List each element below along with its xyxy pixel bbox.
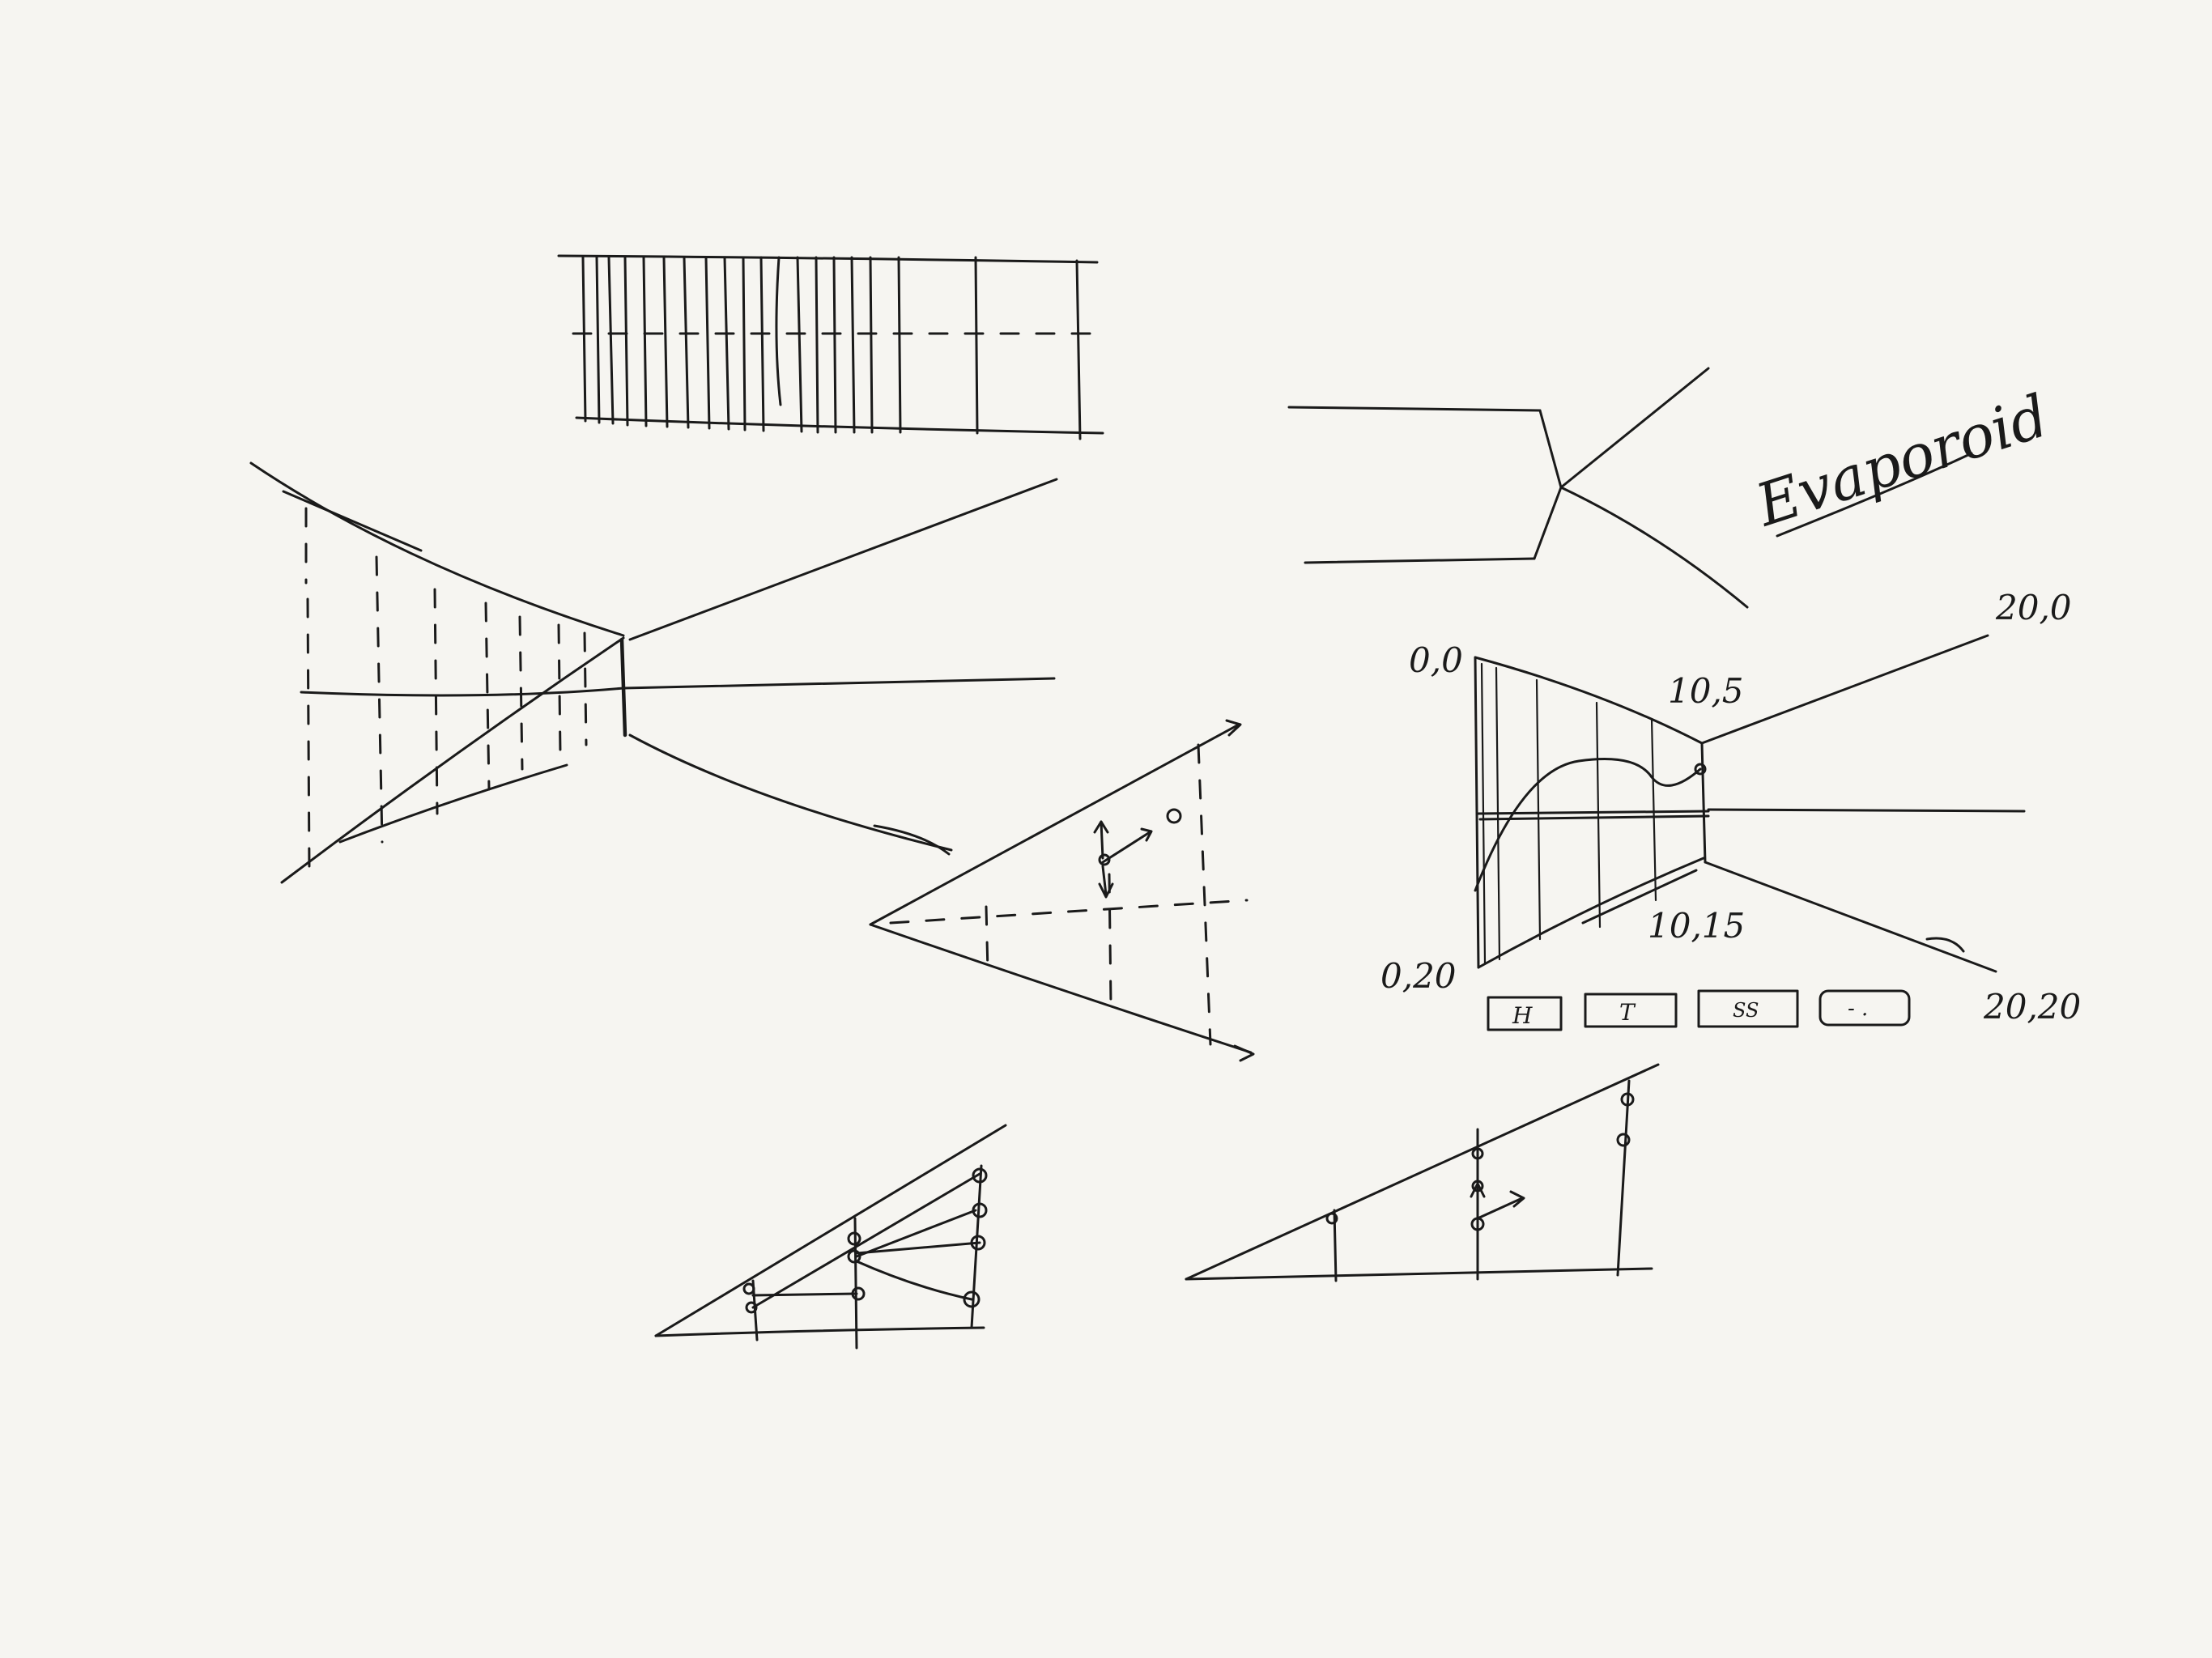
button-h[interactable]: H — [1488, 997, 1561, 1030]
button-ss-label: SS — [1733, 999, 1759, 1022]
triangle-arrow-sketch — [870, 721, 1253, 1061]
label-mid-top: 10,5 — [1668, 671, 1744, 711]
label-bottom-right: 20,20 — [1983, 987, 2081, 1027]
button-h-label: H — [1512, 1002, 1533, 1029]
label-mid-bottom: 10,15 — [1648, 906, 1745, 946]
button-dash-dot-label: - . — [1848, 997, 1868, 1021]
label-bottom-left: 0,20 — [1380, 956, 1457, 996]
label-top-left: 0,0 — [1409, 640, 1463, 680]
evaporoid-label: Evaporoid — [1746, 381, 2056, 540]
labelled-graph-sketch — [1475, 636, 2024, 971]
arrow-triangle-sketch — [1186, 1065, 1658, 1281]
button-ss[interactable]: SS — [1699, 991, 1797, 1027]
button-dash-dot[interactable]: - . — [1820, 991, 1909, 1025]
junction-sketch — [1289, 368, 1747, 607]
label-top-right: 20,0 — [1995, 588, 2072, 627]
node-triangle-sketch — [656, 1125, 1006, 1348]
sketched-button-row[interactable]: H T SS - . — [1488, 991, 1909, 1030]
funnel-grid-sketch — [251, 463, 1057, 882]
button-t[interactable]: T — [1585, 994, 1676, 1027]
button-t-label: T — [1619, 999, 1636, 1026]
striped-rectangle-sketch — [559, 256, 1103, 439]
